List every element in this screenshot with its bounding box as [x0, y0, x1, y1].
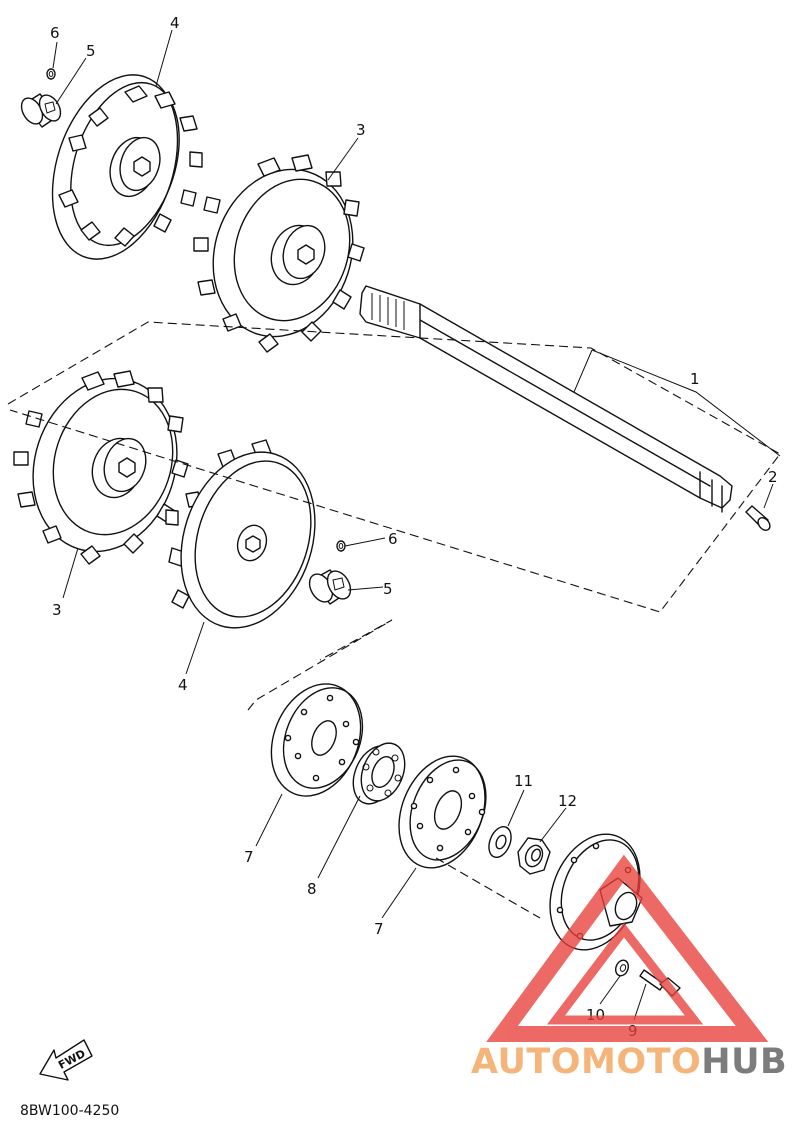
set-screw-bottom [336, 540, 346, 552]
callout-7-left: 7 [244, 848, 254, 866]
callout-4-bottom: 4 [178, 676, 188, 694]
collar-top [20, 93, 62, 128]
watermark-text: AUTOMOTOHUB [471, 1042, 787, 1082]
fwd-arrow-icon: FWD [39, 1039, 93, 1081]
callout-2: 2 [768, 468, 778, 486]
callout-11: 11 [514, 772, 533, 790]
callout-5-top: 5 [86, 42, 96, 60]
collar-bottom [308, 569, 352, 605]
warning-triangle-icon [486, 854, 769, 1042]
hex-nut [517, 837, 551, 875]
watermark-logo [486, 854, 769, 1042]
callout-12: 12 [558, 792, 577, 810]
callout-7-right: 7 [374, 920, 384, 938]
sprocket-disc-top [51, 74, 203, 260]
watermark-part1: AUTOMOTO [471, 1042, 701, 1082]
callout-1: 1 [690, 370, 700, 388]
flange-plate-right [398, 755, 487, 869]
part-code: 8BW100-4250 [20, 1103, 119, 1119]
set-screw-top [46, 68, 56, 80]
flange-plate-left [270, 683, 364, 797]
small-nut [614, 959, 630, 977]
watermark-part2: HUB [701, 1042, 787, 1082]
callout-8: 8 [307, 880, 317, 898]
leader-lines [52, 29, 781, 1021]
callout-5-bottom: 5 [383, 580, 393, 598]
drive-shaft [359, 285, 733, 513]
bearing [352, 742, 406, 805]
washer [488, 825, 512, 859]
callout-3-top: 3 [356, 121, 366, 139]
shaft-bolt [745, 505, 771, 531]
sprocket-disc-bottom [165, 439, 316, 629]
assembly-outline [7, 321, 781, 919]
callout-3-bottom: 3 [52, 601, 62, 619]
sprocket-top [193, 154, 365, 353]
sprocket-bottom [13, 370, 189, 565]
callout-6-bottom: 6 [388, 530, 398, 548]
callout-6-top: 6 [50, 24, 60, 42]
callout-4-top: 4 [170, 14, 180, 32]
